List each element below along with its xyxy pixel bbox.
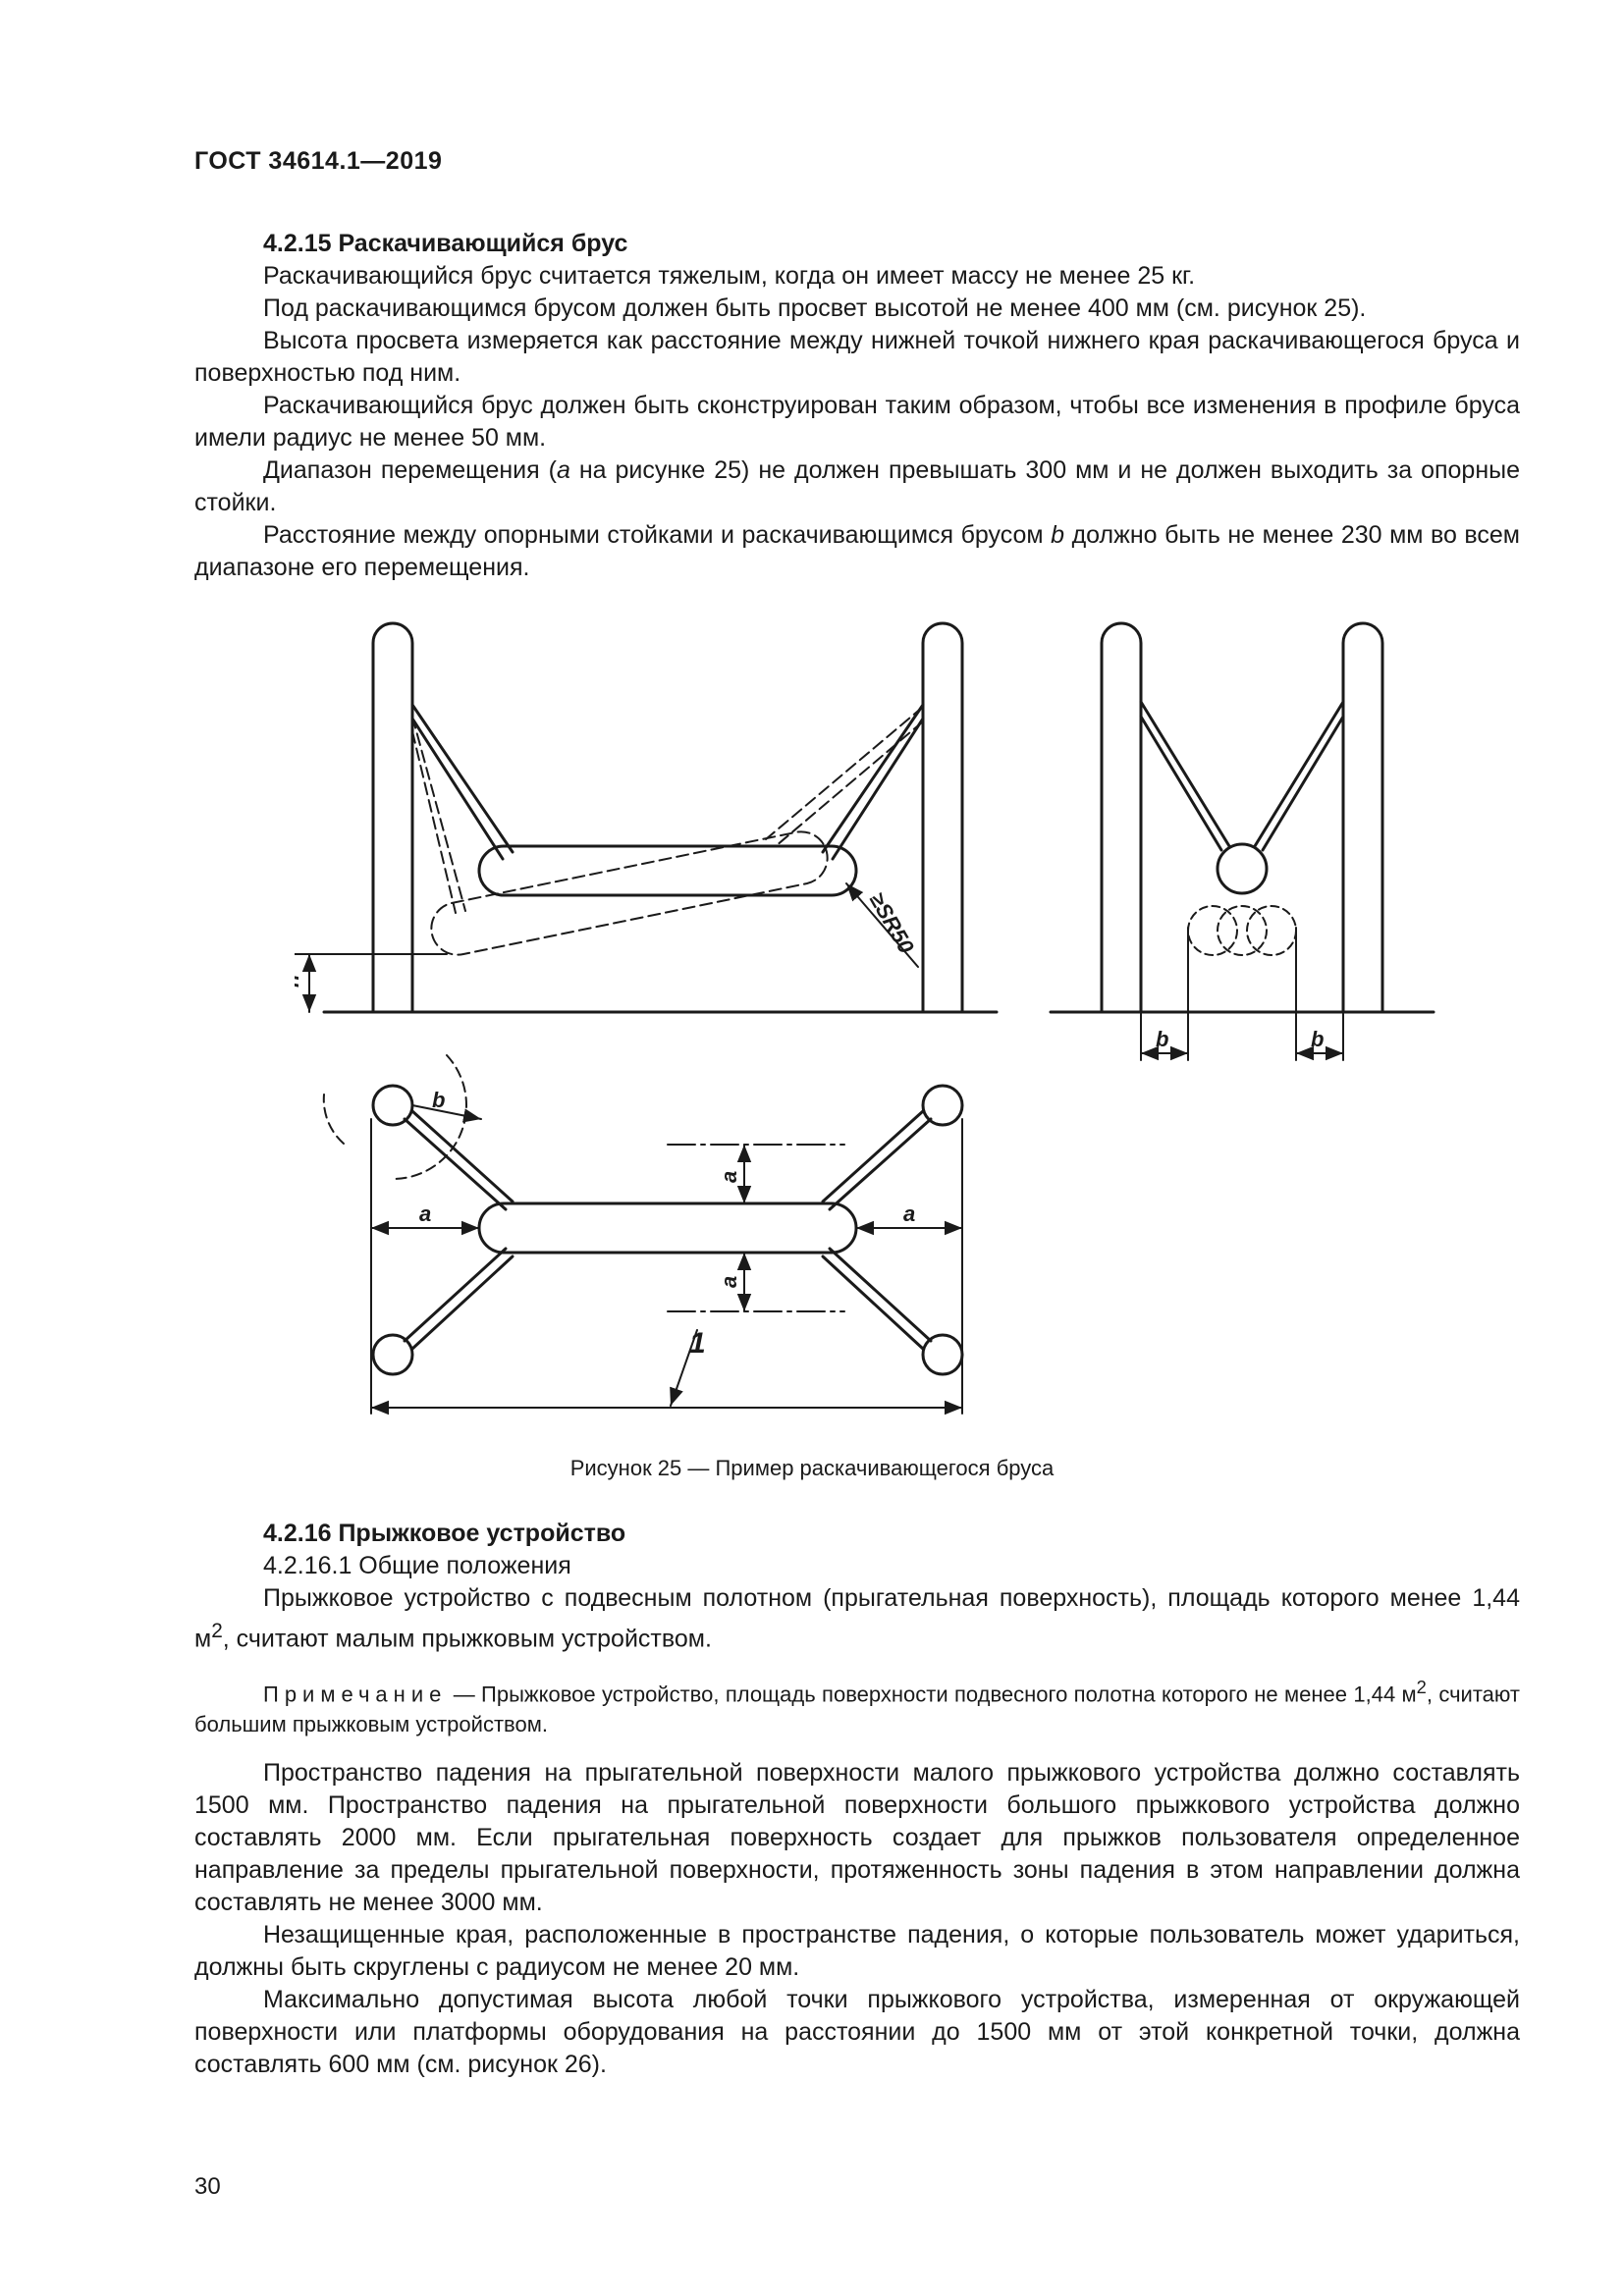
subsection-heading: 4.2.16.1 Общие положения [263,1552,571,1579]
paragraph: Раскачивающийся брус должен быть сконстр… [194,392,1520,452]
label-a: a [717,1276,741,1288]
b-arc [392,1054,468,1180]
document-header: ГОСТ 34614.1—2019 [194,147,443,175]
figure-caption: Рисунок 25 — Пример раскачивающегося бру… [569,1456,1055,1480]
label-1: 1 [689,1327,706,1360]
superscript: 2 [1416,1677,1427,1698]
text-run: Расстояние между опорными стойками и рас… [263,521,1052,549]
swing-beam-figure: h ≥SR50 b b b a a a a 1 [295,621,1435,1415]
section-heading: 4.2.16 Прыжковое устройство [263,1520,626,1547]
text-run: , считают большим прыжковым устройством. [194,1682,1521,1736]
paragraph: Диапазон перемещения (a на рисунке 25) н… [194,454,1520,519]
post-front-right [1341,621,1384,1014]
text-run: должно быть не менее 230 мм во всем диап… [194,521,1520,581]
paragraph: Раскачивающийся брус считается тяжелым, … [263,262,1196,290]
chain-right [821,703,925,861]
b-dimension-top [411,1104,482,1123]
label-b: b [1156,1027,1168,1051]
a-dimensions-horizontal [370,1118,963,1415]
label-sr50: ≥SR50 [865,888,920,958]
sr50-leader [845,882,919,968]
text-run: на рисунке 25) не должен превышать 300 м… [194,456,1520,516]
superscript: 2 [211,1620,223,1642]
post-top [921,1084,964,1127]
section-4-2-15: 4.2.15 Раскачивающийся брус Раскачивающи… [194,228,1520,584]
page-number: 30 [194,2173,221,2200]
text-run: Прыжковое устройство с подвесным полотно… [194,1584,1520,1653]
beam-section-displaced [1187,905,1297,956]
front-view [1049,621,1435,1061]
text-run: , считают малым прыжковым устройством. [222,1625,712,1653]
beam-section [1216,842,1269,895]
label-b: b [1311,1027,1324,1051]
paragraph: Пространство падения на прыгательной пов… [194,1758,1520,1916]
label-a: a [903,1201,915,1226]
text-run: — Прыжковое устройство, площадь поверхно… [447,1682,1417,1707]
label-a: a [419,1201,431,1226]
italic-symbol: b [1051,521,1065,549]
paragraph: Прыжковое устройство с подвесным полотно… [194,1582,1520,1655]
post-left [371,621,414,1014]
section-4-2-16: 4.2.16 Прыжковое устройство 4.2.16.1 Общ… [194,1518,1520,2081]
paragraph: Высота просвета измеряется как расстояни… [194,327,1520,387]
post-front-left [1100,621,1143,1014]
post-top [371,1333,414,1376]
label-b: b [432,1088,445,1112]
beam [477,844,858,897]
note: Примечание — Прыжковое устройство, площа… [194,1673,1520,1738]
b-dimensions-front [1140,927,1344,1061]
note-label: Примечание [263,1682,448,1707]
post-right [921,621,964,1014]
chain-left [410,703,514,861]
section-heading: 4.2.15 Раскачивающийся брус [263,230,628,257]
text-run: Диапазон перемещения ( [263,456,557,484]
label-a: a [717,1171,741,1183]
paragraph: Расстояние между опорными стойками и рас… [194,519,1520,584]
top-view [322,1054,964,1415]
beam-top [477,1201,858,1255]
b-arc [322,1094,345,1145]
paragraph: Под раскачивающимся брусом должен быть п… [263,294,1367,322]
a-dimensions-vertical [667,1144,845,1312]
italic-symbol: a [556,456,570,484]
paragraph: Незащищенные края, расположенные в прост… [194,1920,1520,1981]
paragraph: Максимально допустимая высота любой точк… [194,1985,1520,2078]
displaced-beam [411,706,924,956]
side-view [295,621,999,1014]
label-h: h [295,975,303,988]
